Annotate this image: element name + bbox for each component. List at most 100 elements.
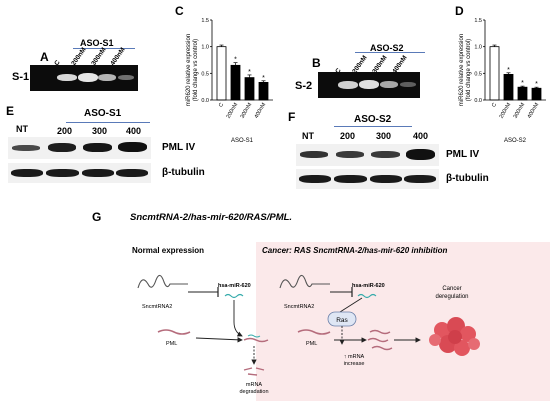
pathway-diagram: SncmtRNA2 hsa-miR-620 PML mRNA degradati… (137, 274, 480, 395)
pathway-title: SncmtRNA-2/has-mir-620/RAS/PML. (130, 212, 293, 223)
pml-arrow (195, 337, 243, 343)
degraded-fragment (255, 367, 265, 371)
bars-d: C*200nM*300nM*400nM (485, 44, 546, 120)
significance-marker: * (521, 80, 524, 87)
gel-image-b (318, 72, 420, 98)
degradation-label-2: degradation (239, 389, 268, 395)
gel-band (118, 75, 134, 80)
blot-band (82, 169, 114, 177)
blot-header-line (66, 122, 150, 124)
pml-mrna-glyph (157, 329, 191, 335)
blot-band (299, 175, 331, 183)
panel-label-f: F (288, 110, 296, 124)
sncmtrna2-label: SncmtRNA2 (284, 304, 314, 310)
bars-c: C * 200nM * 300nM * 400nM (212, 44, 273, 120)
significance-marker: * (248, 69, 251, 76)
blot-band (12, 145, 40, 151)
cancer-label-2: deregulation (435, 294, 468, 300)
pml-label: PML (166, 341, 177, 347)
blot-band (370, 175, 402, 183)
mirna-glyph (357, 293, 377, 299)
panel-label-b: B (312, 56, 321, 70)
significance-marker: * (262, 75, 265, 82)
y-tick-label: 1.5 (201, 18, 209, 24)
x-tick-label: C (491, 102, 498, 108)
blot-row-label-tubulin: β-tubulin (446, 173, 489, 184)
blot-tubulin-e (8, 163, 151, 183)
blot-header-aso-s2: ASO-S2 (354, 114, 392, 125)
gel-band (98, 74, 116, 81)
blot-lane-label: 200 (340, 131, 356, 141)
blot-header-line (334, 126, 412, 128)
increased-mrna-glyph (367, 337, 389, 343)
y-axis-label-line2: (fold change vs control) (193, 39, 199, 101)
bar (216, 46, 227, 101)
gel-band (359, 80, 379, 89)
blot-band (48, 143, 76, 152)
x-group-label: ASO-S2 (504, 138, 527, 144)
pml-mrna-glyph (297, 329, 331, 335)
normal-expression-heading: Normal expression (132, 246, 205, 255)
blot-row-label-pml: PML IV (162, 142, 196, 153)
blot-row-label-tubulin: β-tubulin (162, 167, 205, 178)
increase-label-1: ↑ mRNA (344, 354, 365, 360)
lane-label: 400nM (109, 46, 127, 67)
degradation-label-1: mRNA (246, 382, 263, 388)
blot-band (404, 175, 436, 183)
x-tick-label: 400nM (527, 102, 541, 120)
y-axis-label-line1: miR620 relative expression (459, 34, 465, 106)
sncmtrna2-label: SncmtRNA2 (142, 304, 172, 310)
blot-lane-label: 300 (92, 126, 108, 136)
mirna-label: hsa-miR-620 (218, 283, 251, 289)
bar-chart-d: miR620 relative expression (fold change … (459, 18, 546, 144)
increased-mrna-glyph (369, 329, 391, 335)
panel-label-a: A (40, 50, 49, 64)
x-tick-label: 200nM (226, 102, 240, 120)
blot-band (116, 169, 148, 177)
blot-band (46, 169, 79, 177)
blot-row-label-pml: PML IV (446, 149, 480, 160)
significance-marker: * (234, 57, 237, 64)
bar (531, 87, 542, 101)
gel-header-aso-s2: ASO-S2 (370, 43, 404, 53)
x-tick-label: 400nM (254, 102, 268, 120)
blot-band (300, 151, 328, 158)
panel-label-d: D (455, 4, 464, 18)
gel-band (380, 81, 398, 88)
blot-pml-e (8, 137, 151, 159)
x-tick-label: C (218, 102, 225, 108)
blot-lane-label: 200 (57, 126, 73, 136)
gel-header-line (73, 48, 135, 50)
bar (244, 77, 255, 101)
y-tick-label: 1.5 (474, 18, 482, 24)
complex-glyph (243, 337, 269, 343)
y-ticks-d: 0.0 0.5 1.0 1.5 (474, 18, 485, 104)
row-label-s1: S-1 (12, 71, 30, 83)
cancer-panel-background (256, 242, 550, 401)
panel-label-e: E (6, 104, 15, 118)
bar (258, 82, 269, 101)
blot-band (11, 169, 43, 177)
mirna-glyph (224, 293, 244, 299)
blot-tubulin-f (296, 169, 439, 189)
bar-chart-c: miR620 relative expression (fold change … (186, 18, 273, 144)
y-tick-label: 0.5 (474, 71, 482, 77)
gel-band (78, 73, 98, 82)
panel-label-g: G (92, 210, 102, 224)
increase-label-2: increase (344, 361, 365, 367)
sncmtrna2-loop-glyph (137, 274, 188, 289)
y-tick-label: 1.0 (474, 45, 482, 51)
y-tick-label: 0.0 (474, 98, 482, 104)
significance-marker: * (507, 67, 510, 74)
blot-header-aso-s1: ASO-S1 (84, 108, 122, 119)
sncmtrna2-loop-glyph (279, 274, 330, 289)
y-tick-label: 0.0 (201, 98, 209, 104)
x-tick-label: 300nM (240, 102, 254, 120)
blot-lane-label: 400 (126, 126, 142, 136)
bar (503, 74, 514, 101)
blot-band (406, 149, 435, 160)
lane-label: 300nM (90, 46, 108, 67)
mirna-arrow (233, 300, 243, 337)
y-tick-label: 0.5 (201, 71, 209, 77)
cancer-cell-cluster-icon (429, 317, 480, 356)
